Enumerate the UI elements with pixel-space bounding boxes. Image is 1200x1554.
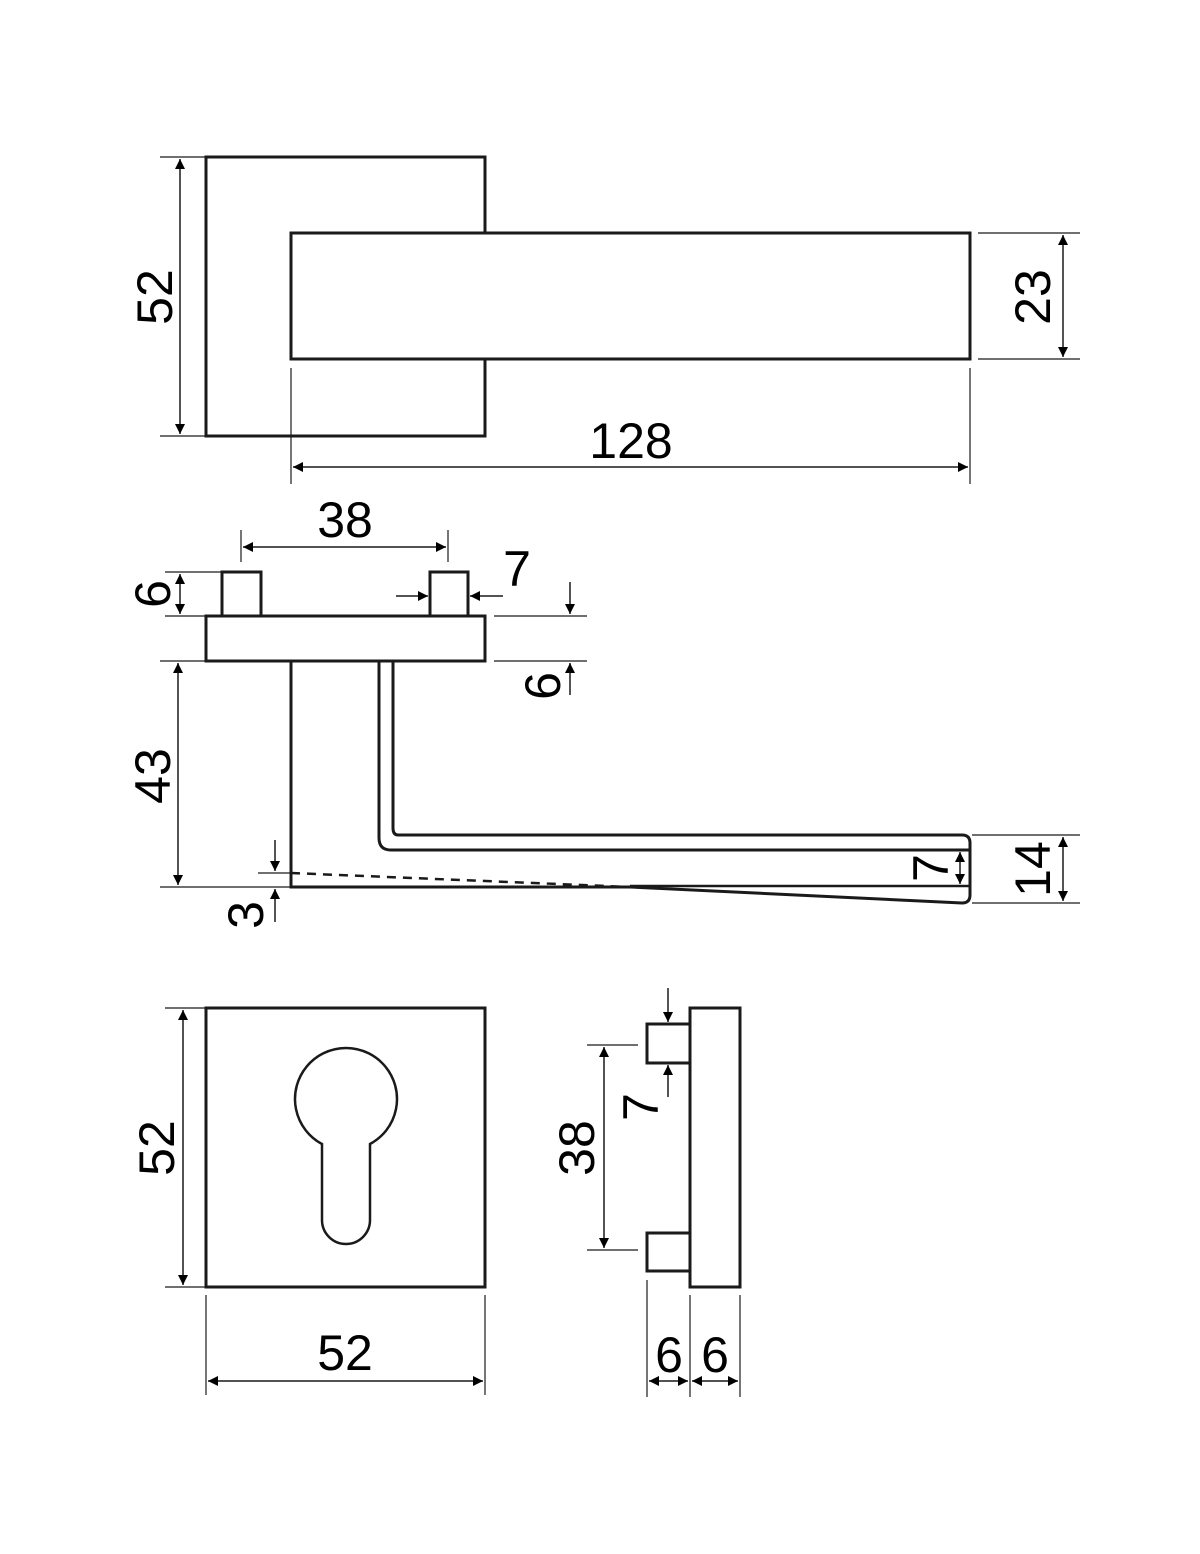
dim-escutcheon-height: 52 <box>129 1007 206 1288</box>
escutcheon-front-view: 52 52 <box>129 1006 487 1395</box>
lever-body-outer <box>289 661 972 905</box>
dim-side-depths: 6 6 <box>646 1280 741 1397</box>
dim-label: 52 <box>129 1120 185 1176</box>
dim-label: 14 <box>1005 841 1061 897</box>
dim-side-pin-height: 7 <box>613 988 673 1121</box>
dim-label: 38 <box>549 1120 605 1176</box>
dim-rose-height: 52 <box>127 156 206 437</box>
dim-pin-spacing: 38 <box>240 492 449 562</box>
dim-pin-width: 7 <box>396 541 531 601</box>
dim-label: 7 <box>903 854 959 882</box>
dim-rose-thickness: 6 <box>494 582 587 700</box>
dim-label: 23 <box>1005 269 1061 325</box>
escutcheon-plate <box>204 1006 487 1289</box>
top-view: 52 23 128 <box>127 155 1080 484</box>
dim-side-pin-spacing: 38 <box>549 1044 638 1251</box>
dim-grip-inner: 7 <box>903 852 965 884</box>
dim-label: 6 <box>655 1327 683 1383</box>
dim-label: 128 <box>589 413 672 469</box>
dim-lever-drop: 43 <box>125 660 291 888</box>
dim-label: 6 <box>515 672 571 700</box>
dim-grip-end: 14 <box>972 834 1080 904</box>
pin-right <box>428 570 470 616</box>
dim-label: 7 <box>503 541 531 597</box>
dim-pin-height: 6 <box>125 571 222 617</box>
rose-outline <box>204 155 487 438</box>
lever-body-inner <box>377 661 970 852</box>
escutcheon-side-view: 38 7 6 6 <box>549 988 742 1397</box>
keyhole-icon <box>293 1046 399 1246</box>
dim-label: 52 <box>127 269 183 325</box>
dim-label: 6 <box>701 1327 729 1383</box>
dim-label: 3 <box>218 901 274 929</box>
dim-taper: 3 <box>218 840 291 929</box>
dim-label: 52 <box>317 1325 373 1381</box>
dim-escutcheon-width: 52 <box>205 1295 486 1395</box>
dim-label: 6 <box>125 580 181 608</box>
dim-label: 43 <box>125 748 181 804</box>
lever-outline <box>289 231 972 361</box>
rose-plate <box>204 614 487 663</box>
side-pin-top <box>645 1022 690 1065</box>
taper-hidden-line <box>290 871 631 889</box>
dim-lever-height: 23 <box>978 232 1080 360</box>
dim-label: 38 <box>317 492 373 548</box>
side-plate <box>688 1006 742 1289</box>
dim-lever-length: 128 <box>290 368 971 484</box>
side-view: 38 7 6 6 43 <box>125 492 1080 929</box>
pin-left <box>220 570 263 616</box>
side-pin-bottom <box>645 1231 690 1273</box>
dim-label: 7 <box>613 1093 669 1121</box>
